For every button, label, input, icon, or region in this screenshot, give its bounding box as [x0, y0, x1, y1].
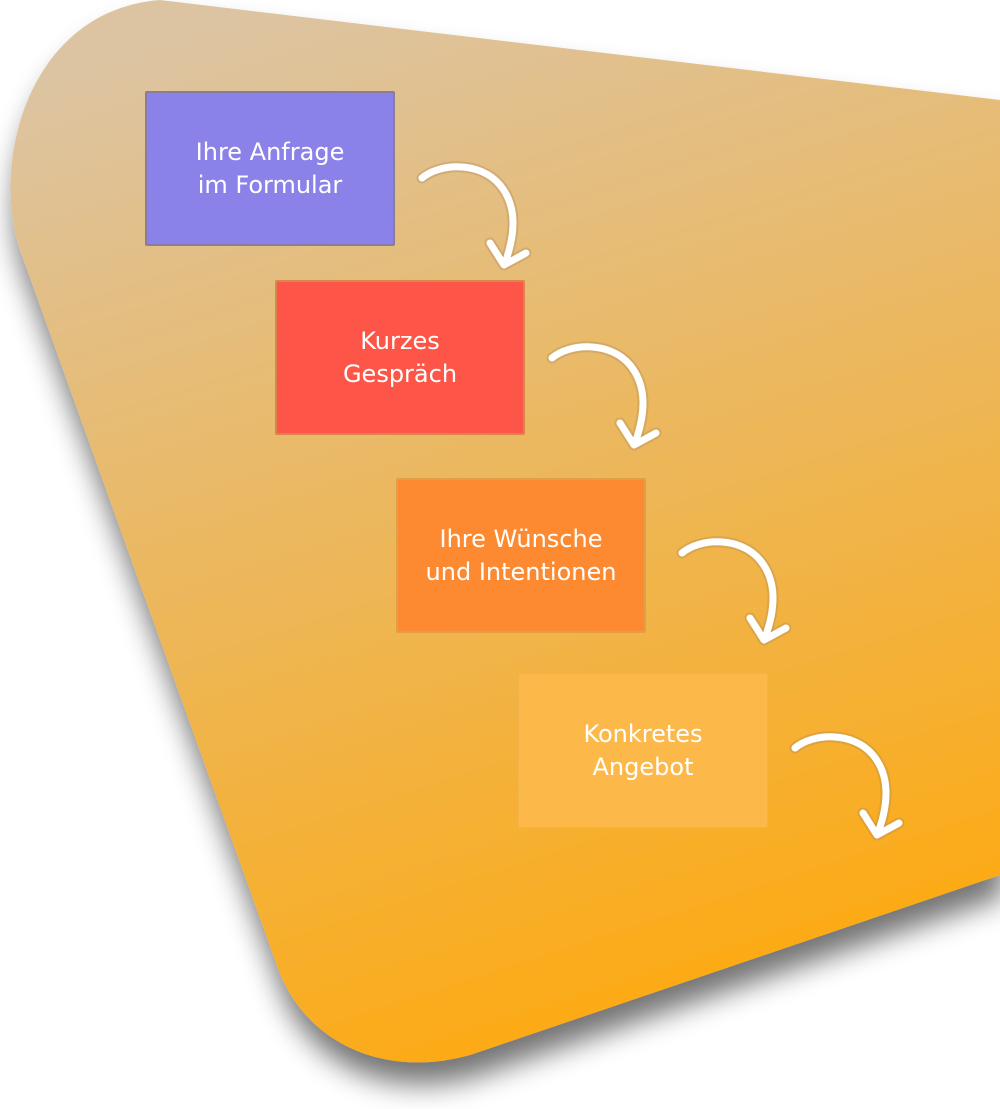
curved-arrow-down-icon [789, 731, 905, 841]
step-label-line: Angebot [592, 752, 694, 781]
step-label-line: im Formular [197, 170, 343, 199]
curved-arrow-down-icon [546, 341, 662, 451]
arrow-stroke [486, 239, 530, 269]
arrow-stroke [616, 419, 660, 449]
step-box-request-form: Ihre Anfrage im Formular [145, 91, 395, 246]
arrow-stroke [859, 809, 903, 839]
arrow-stroke [548, 343, 647, 447]
step-label-line: Ihre Wünsche [439, 524, 603, 553]
step-box-concrete-offer: Konkretes Angebot [518, 673, 768, 828]
arrow-stroke [746, 614, 790, 644]
step-label-line: und Intentionen [425, 557, 617, 586]
arrow-stroke [418, 163, 517, 267]
curved-arrow-down-icon [416, 161, 532, 271]
arrow-stroke [678, 538, 777, 642]
step-box-short-conversation: Kurzes Gespräch [275, 280, 525, 435]
step-label-line: Ihre Anfrage [195, 137, 345, 166]
curved-arrow-down-icon [676, 536, 792, 646]
step-label-line: Gespräch [342, 359, 458, 388]
step-box-wishes-intentions: Ihre Wünsche und Intentionen [396, 478, 646, 633]
step-label-line: Kurzes [360, 326, 440, 355]
step-label-line: Konkretes [583, 719, 703, 748]
arrow-stroke [791, 733, 890, 837]
